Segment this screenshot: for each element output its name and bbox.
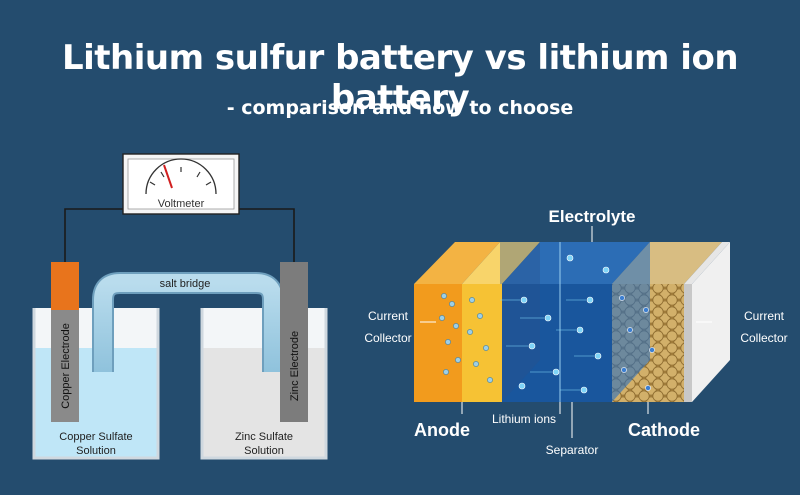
cathode-ions xyxy=(619,295,655,391)
page-title: Lithium sulfur battery vs lithium ion ba… xyxy=(61,38,739,118)
copper-solution-label-line1: Copper Sulfate xyxy=(59,431,132,443)
voltmeter: Voltmeter xyxy=(122,153,240,215)
copper-solution-label-line2: Solution xyxy=(76,445,116,457)
lithium-ions-label: Lithium ions xyxy=(492,412,556,426)
separator-label: Separator xyxy=(546,443,599,457)
salt-bridge: salt bridge xyxy=(92,272,284,372)
collector-left-line1: Current xyxy=(368,309,409,323)
anode-active xyxy=(462,284,502,402)
anode-ions xyxy=(439,293,493,383)
leader-lines xyxy=(420,226,712,438)
cathode-label: Cathode xyxy=(628,420,700,440)
zinc-solution-label-line1: Zinc Sulfate xyxy=(235,431,293,443)
li-ion-cell: Electrolyte Current Collector Current Co… xyxy=(364,207,787,457)
salt-bridge-label: salt bridge xyxy=(160,278,211,290)
electrolyte-region xyxy=(502,284,612,402)
zinc-electrode-label: Zinc Electrode xyxy=(289,331,301,401)
wire-left xyxy=(64,208,124,262)
anode-collector xyxy=(414,284,462,402)
voltmeter-label: Voltmeter xyxy=(158,198,205,210)
collector-left-line2: Collector xyxy=(364,331,411,345)
voltmeter-needle xyxy=(163,164,173,189)
collector-right-line2: Collector xyxy=(740,331,787,345)
anode-label: Anode xyxy=(414,420,470,440)
collector-right-line1: Current xyxy=(744,309,785,323)
zinc-solution-label-line2: Solution xyxy=(244,445,284,457)
ion-flow-lines xyxy=(500,299,594,391)
electrolyte-label: Electrolyte xyxy=(549,207,636,226)
copper-electrode-label: Copper Electrode xyxy=(60,323,72,409)
copper-electrode: Copper Electrode xyxy=(51,262,79,422)
wire-right xyxy=(238,208,295,262)
zinc-electrode: Zinc Electrode xyxy=(280,262,308,422)
galvanic-cell: Voltmeter Copper Sulfate Solution Zinc S… xyxy=(32,153,328,460)
page-subtitle: - comparison and how to choose xyxy=(226,97,574,119)
lithium-ions xyxy=(518,254,610,394)
